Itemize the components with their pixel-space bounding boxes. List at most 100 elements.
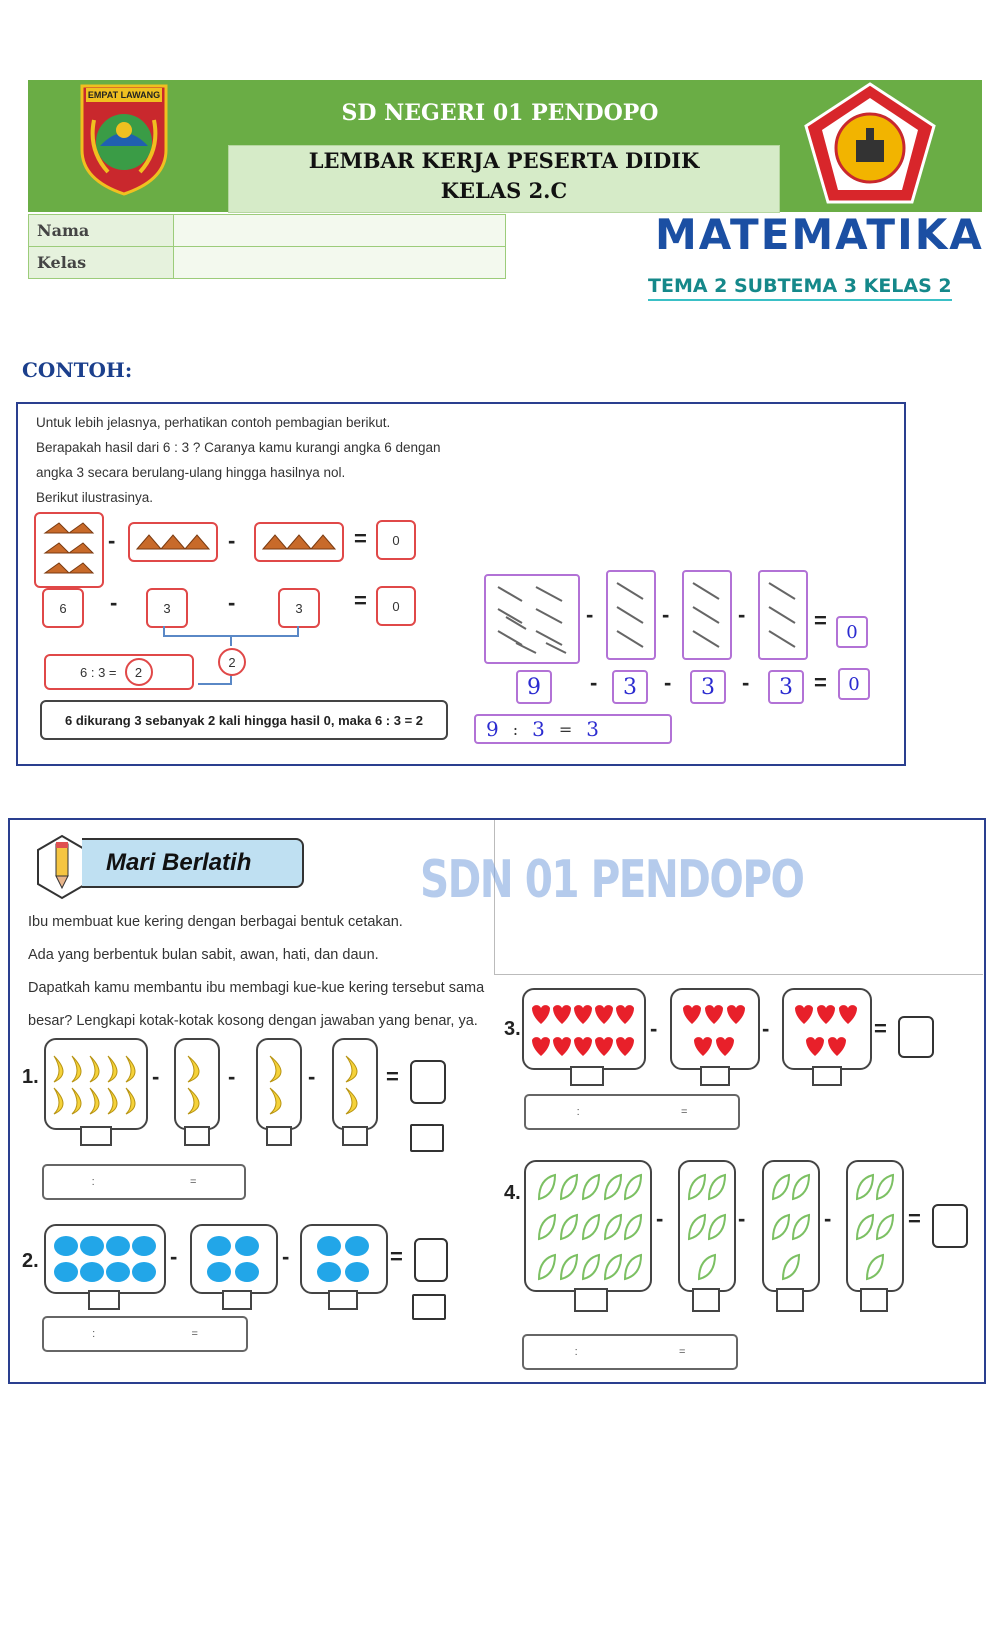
answer-box-2[interactable] xyxy=(414,1238,448,1282)
heart-tray-10 xyxy=(522,988,646,1070)
fork-division-c: 3 xyxy=(586,717,599,741)
cake-box-3b xyxy=(254,522,344,562)
equals-sign: = xyxy=(874,1016,887,1041)
tray-stand xyxy=(776,1288,804,1312)
division-answer: 2 xyxy=(124,658,153,686)
equals-sign: = xyxy=(814,608,827,633)
fork-box-3c xyxy=(758,570,808,660)
equals-sign: = xyxy=(354,526,367,551)
result-zero-box: 0 xyxy=(376,520,416,560)
minus-sign: - xyxy=(152,1064,160,1089)
fork-box-3a xyxy=(606,570,656,660)
fork-division-colon: : xyxy=(512,719,519,739)
minus-sign: - xyxy=(742,670,750,695)
example-text: Untuk lebih jelasnya, perhatikan contoh … xyxy=(36,410,441,510)
subject-subtitle: TEMA 2 SUBTEMA 3 KELAS 2 xyxy=(648,275,952,301)
example-line: angka 3 secara berulang-ulang hingga has… xyxy=(36,465,346,480)
fork-number-three: 3 xyxy=(768,670,804,704)
equation-bar-1[interactable]: := xyxy=(42,1164,246,1200)
problem-number-2: 2. xyxy=(22,1250,39,1272)
count-two-circle: 2 xyxy=(218,648,246,676)
tray-stand xyxy=(328,1290,358,1310)
lkpd-line-1: LEMBAR KERJA PESERTA DIDIK xyxy=(308,148,700,173)
practice-text: Ibu membuat kue kering dengan berbagai b… xyxy=(28,906,484,1038)
fork-box-3b xyxy=(682,570,732,660)
eq-colon: : xyxy=(92,1328,96,1340)
leaf-tray-15 xyxy=(524,1160,652,1292)
minus-sign: - xyxy=(664,670,672,695)
eq-equals: = xyxy=(678,1346,686,1358)
tray-stand xyxy=(88,1290,120,1310)
minus-sign: - xyxy=(650,1016,658,1041)
logo-text: EMPAT LAWANG xyxy=(87,90,161,100)
tray-stand xyxy=(574,1288,608,1312)
conclusion-box: 6 dikurang 3 sebanyak 2 kali hingga hasi… xyxy=(40,700,448,740)
answer-box-3[interactable] xyxy=(898,1016,934,1058)
minus-sign: - xyxy=(656,1206,664,1231)
tray-stand xyxy=(342,1126,368,1146)
minus-sign: - xyxy=(282,1244,290,1269)
nama-field[interactable] xyxy=(173,214,506,247)
tray-stand xyxy=(692,1288,720,1312)
fork-result-zero: 0 xyxy=(836,616,868,648)
fork-number-three: 3 xyxy=(690,670,726,704)
equals-sign: = xyxy=(390,1244,403,1269)
answer-box-4[interactable] xyxy=(932,1204,968,1248)
leaf-tray-5b xyxy=(762,1160,820,1292)
empat-lawang-logo: EMPAT LAWANG xyxy=(74,80,174,200)
fork-number-zero: 0 xyxy=(838,668,870,700)
mari-berlatih-banner: Mari Berlatih xyxy=(82,838,304,888)
minus-sign: - xyxy=(738,602,746,627)
equation-bar-2[interactable]: := xyxy=(42,1316,248,1352)
school-watermark: SDN 01 PENDOPO xyxy=(420,850,805,910)
school-name: SD NEGERI 01 PENDOPO xyxy=(341,100,659,126)
minus-sign: - xyxy=(108,528,116,553)
equation-bar-3[interactable]: := xyxy=(524,1094,740,1130)
banana-tray-10 xyxy=(44,1038,148,1130)
example-line: Berikut ilustrasinya. xyxy=(36,490,154,505)
fork-division-box: 9 : 3 = 3 xyxy=(474,714,672,744)
cake-box-3a xyxy=(128,522,218,562)
leaf-tray-5a xyxy=(678,1160,736,1292)
cloud-tray-4a xyxy=(190,1224,278,1294)
minus-sign: - xyxy=(586,602,594,627)
tray-stand xyxy=(812,1066,842,1086)
practice-line: Dapatkah kamu membantu ibu membagi kue-k… xyxy=(28,980,485,996)
fork-division-b: 3 xyxy=(532,717,545,741)
equation-bar-4[interactable]: := xyxy=(522,1334,738,1370)
kelas-field[interactable] xyxy=(173,246,506,279)
minus-sign: - xyxy=(308,1064,316,1089)
tray-stand xyxy=(80,1126,112,1146)
answer-box-2b[interactable] xyxy=(412,1294,446,1320)
fork-number-nine: 9 xyxy=(516,670,552,704)
banana-tray-2c xyxy=(332,1038,378,1130)
tray-stand xyxy=(570,1066,604,1086)
tray-stand xyxy=(700,1066,730,1086)
pencil-icon xyxy=(36,834,88,900)
eq-colon: : xyxy=(574,1346,578,1358)
equals-sign: = xyxy=(908,1206,921,1231)
minus-sign: - xyxy=(228,528,236,553)
minus-sign: - xyxy=(228,590,236,615)
problem-number-4: 4. xyxy=(504,1182,521,1204)
minus-sign: - xyxy=(762,1016,770,1041)
heart-tray-5a xyxy=(670,988,760,1070)
identity-table: Nama Kelas xyxy=(28,214,506,279)
subject-title: MATEMATIKA xyxy=(655,210,984,259)
minus-sign: - xyxy=(738,1206,746,1231)
tray-stand xyxy=(184,1126,210,1146)
eq-equals: = xyxy=(189,1176,197,1188)
answer-box-1[interactable] xyxy=(410,1060,446,1104)
minus-sign: - xyxy=(110,590,118,615)
result-zero-box: 0 xyxy=(376,586,416,626)
cake-box-6 xyxy=(34,512,104,588)
kelas-label: Kelas xyxy=(28,246,174,279)
banana-tray-2a xyxy=(174,1038,220,1130)
answer-box-1b[interactable] xyxy=(410,1124,444,1152)
tray-stand xyxy=(222,1290,252,1310)
number-three-box: 3 xyxy=(278,588,320,628)
cloud-tray-4b xyxy=(300,1224,388,1294)
school-badge-logo xyxy=(800,80,940,210)
eq-colon: : xyxy=(91,1176,95,1188)
practice-line: besar? Lengkapi kotak-kotak kosong denga… xyxy=(28,1013,478,1029)
